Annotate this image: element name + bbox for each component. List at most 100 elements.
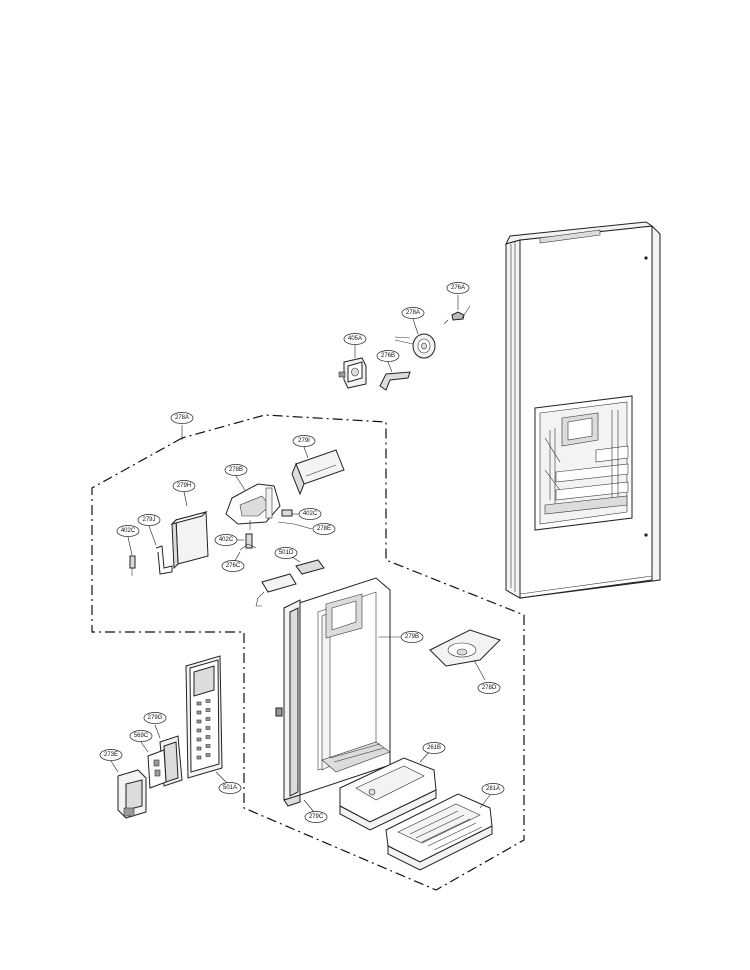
callout-bubble xyxy=(137,514,161,526)
callout-278d: 278D xyxy=(477,682,501,694)
part-278A-motor xyxy=(394,318,436,359)
keypad-button xyxy=(205,717,211,721)
callout-label: 402C xyxy=(303,511,318,517)
callout-label: 261B xyxy=(427,745,441,751)
part-279H xyxy=(170,491,209,570)
callout-bubble xyxy=(401,307,425,319)
callout-bubble xyxy=(170,412,194,424)
keypad-buttons xyxy=(196,699,211,760)
part-276A-top xyxy=(443,295,471,325)
callout-label: 276A xyxy=(451,285,465,291)
part-279I xyxy=(291,446,345,496)
callout-bubble xyxy=(221,560,245,572)
callout-bubble xyxy=(446,282,470,294)
callout-279b: 279B xyxy=(400,631,424,643)
callout-label: 276C xyxy=(226,563,241,569)
callout-label: 276B xyxy=(381,353,395,359)
callout-label: 279I xyxy=(298,438,310,444)
callout-label: 278B xyxy=(229,467,243,473)
callout-279g: 279G xyxy=(143,712,167,724)
callout-label: 402C xyxy=(121,528,136,534)
callout-label: 279B xyxy=(405,634,419,640)
part-402C-mid xyxy=(236,533,253,549)
callout-bubble xyxy=(312,523,336,535)
dispenser-group-outline xyxy=(91,414,525,891)
keypad-button xyxy=(196,737,202,742)
keypad-button xyxy=(205,708,211,712)
callout-bubble xyxy=(477,682,501,694)
keypad-button xyxy=(205,726,211,730)
keypad-button xyxy=(196,728,202,733)
callout-bubble xyxy=(172,480,196,492)
callout-label: 501D xyxy=(279,550,294,556)
callout-bubble xyxy=(129,730,153,742)
callout-bubble xyxy=(218,782,242,794)
part-278D xyxy=(429,629,501,681)
keypad-button xyxy=(196,710,202,715)
callout-501d: 501D xyxy=(274,547,298,559)
callout-bubble xyxy=(304,811,328,823)
callout-bubble xyxy=(214,534,238,546)
callout-label: 569C xyxy=(134,733,149,739)
callout-bubble xyxy=(298,508,322,520)
callout-279c: 279C xyxy=(304,811,328,823)
callout-402c: 402C xyxy=(116,525,140,537)
callout-label: 278A xyxy=(406,310,420,316)
keypad-button xyxy=(196,746,202,751)
part-273E xyxy=(110,760,147,819)
callout-label: 279C xyxy=(309,814,324,820)
callout-276c: 276C xyxy=(221,560,245,572)
part-callouts: 276A278A405A276B278A279I278B279H402C279J… xyxy=(99,282,505,823)
callout-402c: 402C xyxy=(298,508,322,520)
callout-bubble xyxy=(274,547,298,559)
callout-278e: 278E xyxy=(312,523,336,535)
refrigerator-door xyxy=(505,221,661,599)
callout-label: 273E xyxy=(104,752,118,758)
keypad-button xyxy=(205,744,211,748)
callout-bubble xyxy=(422,742,446,754)
callout-label: 278E xyxy=(317,526,331,532)
callout-279h: 279H xyxy=(172,480,196,492)
callout-label: 278D xyxy=(482,685,497,691)
part-278B xyxy=(225,475,281,530)
part-402C-right xyxy=(281,509,300,517)
callout-label: 405A xyxy=(348,336,362,342)
part-405A xyxy=(338,345,367,389)
callout-279j: 279J xyxy=(137,514,161,526)
callout-261b: 261B xyxy=(422,742,446,754)
part-501D xyxy=(255,552,325,607)
part-402C-left xyxy=(127,536,136,576)
callout-501a: 501A xyxy=(218,782,242,794)
part-279C-housing xyxy=(275,577,402,813)
keypad-button xyxy=(205,735,211,739)
part-501A-panel xyxy=(185,655,230,786)
callout-bubble xyxy=(400,631,424,643)
callout-label: 278A xyxy=(175,415,189,421)
part-281A-tray xyxy=(385,793,493,871)
part-569C xyxy=(140,741,167,789)
callout-278a: 278A xyxy=(401,307,425,319)
keypad-button xyxy=(196,719,202,724)
callout-278b: 278B xyxy=(224,464,248,476)
keypad-button xyxy=(196,701,202,706)
part-279J xyxy=(148,525,173,575)
callout-569c: 569C xyxy=(129,730,153,742)
callout-405a: 405A xyxy=(343,333,367,345)
callout-bubble xyxy=(376,350,400,362)
keypad-button xyxy=(196,755,202,760)
callout-279i: 279I xyxy=(292,435,316,447)
keypad-button xyxy=(205,699,211,703)
callout-281a: 281A xyxy=(481,783,505,795)
callout-label: 402C xyxy=(219,537,234,543)
callout-bubble xyxy=(292,435,316,447)
callout-bubble xyxy=(99,749,123,761)
callout-402c: 402C xyxy=(214,534,238,546)
callout-273e: 273E xyxy=(99,749,123,761)
keypad-button xyxy=(205,753,211,757)
callout-bubble xyxy=(343,333,367,345)
callout-bubble xyxy=(481,783,505,795)
callout-276a: 276A xyxy=(446,282,470,294)
part-279G xyxy=(154,724,183,787)
part-276B xyxy=(379,361,411,391)
